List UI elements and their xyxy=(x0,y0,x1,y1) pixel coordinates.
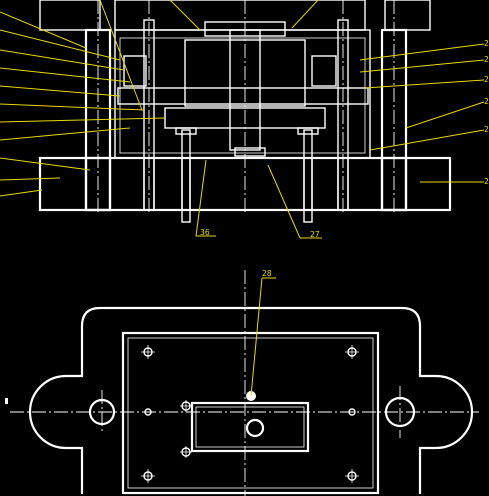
die-frame xyxy=(114,29,371,159)
plan-view: 28 xyxy=(5,269,479,496)
callout-21: 21 xyxy=(484,39,489,48)
callout-27: 27 xyxy=(310,230,320,239)
spring-block-right xyxy=(311,55,337,87)
upper-die-plate-left xyxy=(39,0,101,31)
lower-die-base xyxy=(38,156,452,212)
base-plate-outline xyxy=(28,306,474,494)
right-callouts: 21 22 23 24 25 26 xyxy=(359,39,489,186)
upper-die-plate-mid xyxy=(114,0,366,31)
section-view: 21 22 23 24 25 26 36 27 xyxy=(0,0,489,239)
knockout-pin-left xyxy=(181,129,191,223)
callout-25: 25 xyxy=(484,125,489,134)
left-leader-lines xyxy=(0,0,319,197)
central-bore xyxy=(245,418,265,438)
callout-26: 26 xyxy=(484,177,489,186)
callout-24: 24 xyxy=(484,97,489,106)
callout-23: 23 xyxy=(484,75,489,84)
callout-22: 22 xyxy=(484,55,489,64)
centre-plunger-head xyxy=(234,147,266,157)
callout-36: 36 xyxy=(200,228,210,237)
spring-block-left xyxy=(123,55,147,87)
screw-holes xyxy=(141,345,359,483)
stripper-plate xyxy=(117,87,369,105)
central-cavity xyxy=(190,401,310,453)
upper-die-plate-right xyxy=(384,0,431,31)
knockout-pin-right xyxy=(303,129,313,223)
bottom-callouts: 36 27 xyxy=(195,159,322,239)
callout-28: 28 xyxy=(262,269,272,278)
die-plate xyxy=(121,331,380,495)
